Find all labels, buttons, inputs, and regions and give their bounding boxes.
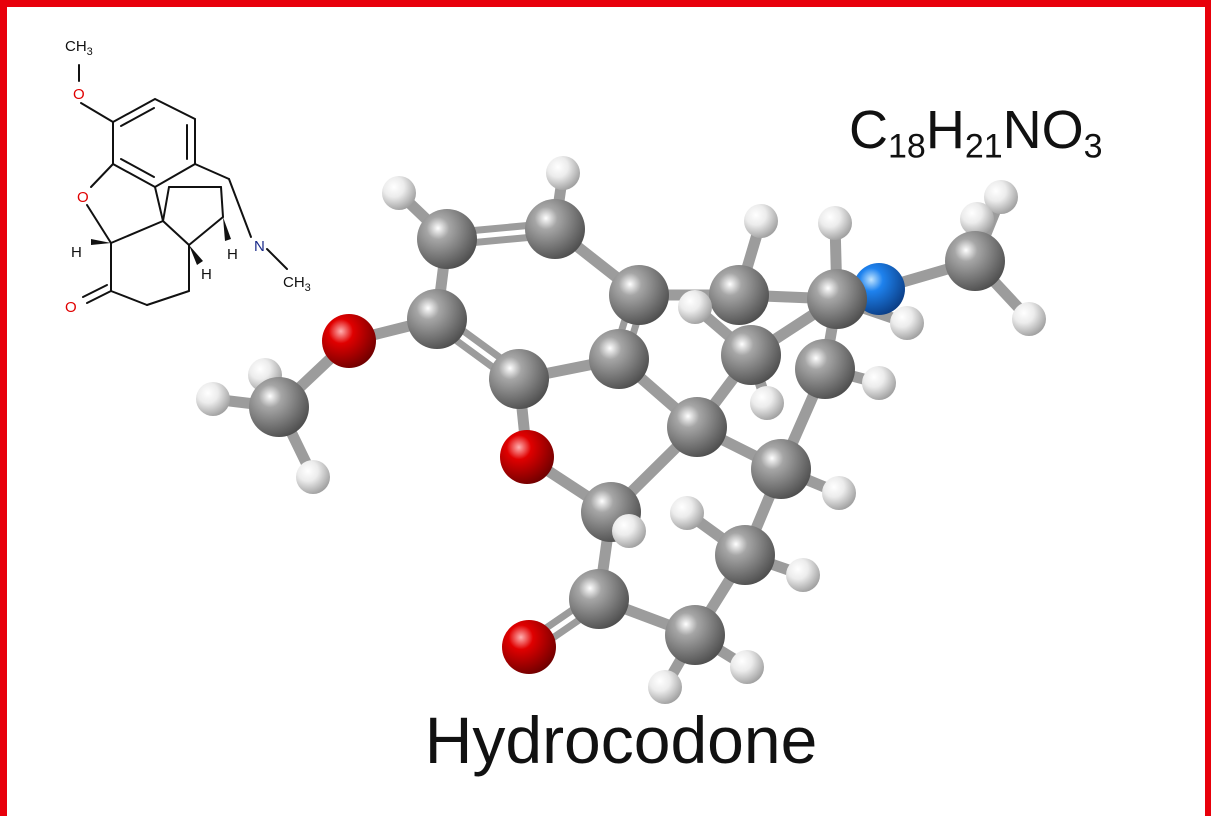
- hydrogen-atom: [818, 206, 852, 240]
- label-nitrogen: N: [254, 238, 265, 255]
- hydrogen-atom: [862, 366, 896, 400]
- label-oxygen-ring: O: [77, 189, 89, 206]
- label-hydrogen-b: H: [201, 266, 212, 283]
- label-hydrogen-a: H: [71, 244, 82, 261]
- hydrogen-atom: [196, 382, 230, 416]
- label-oxygen-methoxy: O: [73, 86, 85, 103]
- carbon-atom: [407, 289, 467, 349]
- hydrogen-atom: [1012, 302, 1046, 336]
- carbon-atom: [249, 377, 309, 437]
- carbon-atom: [945, 231, 1005, 291]
- carbon-atom: [807, 269, 867, 329]
- hydrogen-atom: [822, 476, 856, 510]
- hydrogen-atom: [382, 176, 416, 210]
- label-methyl-n: CH3: [283, 274, 311, 294]
- carbon-atom: [665, 605, 725, 665]
- carbon-atom: [795, 339, 855, 399]
- formula-oxygen: O3: [1041, 100, 1103, 166]
- carbon-atom: [417, 209, 477, 269]
- label-methyl-top: CH3: [65, 38, 93, 58]
- hydrogen-atom: [750, 386, 784, 420]
- formula-nitrogen: N: [1002, 100, 1042, 160]
- hydrogen-atom: [984, 180, 1018, 214]
- formula-carbon: C18: [849, 100, 926, 166]
- hydrogen-atom: [612, 514, 646, 548]
- hydrogen-atom: [730, 650, 764, 684]
- carbon-atom: [715, 525, 775, 585]
- label-oxygen-ketone: O: [65, 299, 77, 316]
- hydrogen-atom: [546, 156, 580, 190]
- hydrogen-atom: [786, 558, 820, 592]
- formula-hydrogen: H21: [925, 100, 1003, 166]
- hydrogen-atom: [890, 306, 924, 340]
- carbon-atom: [569, 569, 629, 629]
- oxygen-atom: [500, 430, 554, 484]
- hydrogen-atom: [678, 290, 712, 324]
- carbon-atom: [667, 397, 727, 457]
- hydrogen-atom: [960, 202, 994, 236]
- oxygen-atom: [322, 314, 376, 368]
- carbon-atom: [721, 325, 781, 385]
- carbon-atom: [525, 199, 585, 259]
- carbon-atom: [489, 349, 549, 409]
- hydrogen-atom: [670, 496, 704, 530]
- skeletal-structure: CH3 O O O N CH3 H H H: [65, 38, 311, 316]
- carbon-atom: [751, 439, 811, 499]
- molecular-formula: C18H21NO3: [849, 100, 1103, 166]
- label-hydrogen-c: H: [227, 246, 238, 263]
- carbon-atom: [709, 265, 769, 325]
- oxygen-atom: [502, 620, 556, 674]
- hydrogen-atom: [296, 460, 330, 494]
- hydrogen-atom: [648, 670, 682, 704]
- carbon-atom: [589, 329, 649, 389]
- hydrogen-atom: [744, 204, 778, 238]
- compound-name: Hydrocodone: [424, 703, 818, 777]
- ball-and-stick-model: [196, 156, 1046, 704]
- carbon-atom: [609, 265, 669, 325]
